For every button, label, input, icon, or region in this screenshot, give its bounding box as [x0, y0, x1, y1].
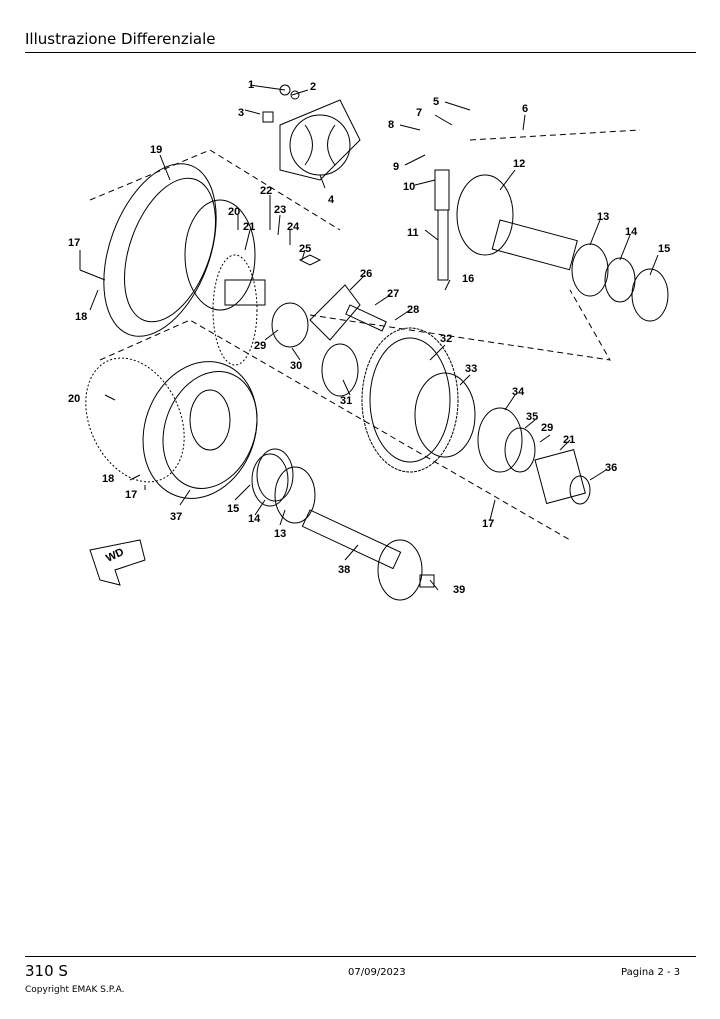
callout-12: 12 — [513, 158, 525, 170]
callout-21: 21 — [243, 221, 255, 233]
callout-13b: 13 — [274, 528, 286, 540]
page-title: Illustrazione Differenziale — [25, 30, 216, 48]
callout-39: 39 — [453, 584, 465, 596]
callout-4: 4 — [328, 194, 335, 206]
callout-25: 25 — [299, 243, 311, 255]
callout-labels: 1 2 3 4 5 6 7 8 9 10 11 12 13 14 15 16 1… — [68, 79, 670, 596]
callout-14: 14 — [625, 226, 638, 238]
callout-21b: 21 — [563, 434, 575, 446]
callout-17b: 17 — [125, 489, 137, 501]
callout-11: 11 — [407, 227, 419, 239]
callout-35: 35 — [526, 411, 538, 423]
callout-20b: 20 — [68, 393, 80, 405]
callout-17c: 17 — [482, 518, 494, 530]
callout-20: 20 — [228, 206, 240, 218]
callout-10: 10 — [403, 181, 415, 193]
header-divider — [25, 52, 696, 53]
callout-26: 26 — [360, 268, 372, 280]
callout-13: 13 — [597, 211, 609, 223]
callout-17: 17 — [68, 237, 80, 249]
direction-label: WD — [104, 546, 126, 565]
callout-15b: 15 — [227, 503, 239, 515]
callout-24: 24 — [287, 221, 300, 233]
callout-18: 18 — [75, 311, 87, 323]
footer-page-number: Pagina 2 - 3 — [621, 967, 681, 978]
callout-32: 32 — [440, 333, 452, 345]
callout-14b: 14 — [248, 513, 261, 525]
callout-37: 37 — [170, 511, 182, 523]
callout-27: 27 — [387, 288, 399, 300]
callout-31: 31 — [340, 395, 352, 407]
footer-divider — [25, 956, 696, 957]
callout-28: 28 — [407, 304, 419, 316]
callout-33: 33 — [465, 363, 477, 375]
callout-36: 36 — [605, 462, 617, 474]
callout-6: 6 — [522, 103, 528, 115]
callout-29b: 29 — [541, 422, 553, 434]
footer-copyright: Copyright EMAK S.P.A. — [25, 985, 125, 995]
callout-15: 15 — [658, 243, 670, 255]
callout-30: 30 — [290, 360, 302, 372]
callout-2: 2 — [310, 81, 316, 93]
footer-model: 310 S — [25, 962, 68, 980]
callout-19: 19 — [150, 144, 162, 156]
callout-8: 8 — [388, 119, 394, 131]
callout-18b: 18 — [102, 473, 114, 485]
callout-5: 5 — [433, 96, 439, 108]
callout-9: 9 — [393, 161, 399, 173]
callout-3: 3 — [238, 107, 244, 119]
callout-29: 29 — [254, 340, 266, 352]
callout-34: 34 — [512, 386, 525, 398]
exploded-parts-diagram: 1 2 3 4 5 6 7 8 9 10 11 12 13 14 15 16 1… — [68, 79, 670, 601]
callout-22: 22 — [260, 185, 272, 197]
footer-date: 07/09/2023 — [348, 967, 406, 978]
callout-7: 7 — [416, 107, 422, 119]
callout-1: 1 — [248, 79, 254, 91]
callout-16: 16 — [462, 273, 474, 285]
callout-23: 23 — [274, 204, 286, 216]
callout-38: 38 — [338, 564, 350, 576]
